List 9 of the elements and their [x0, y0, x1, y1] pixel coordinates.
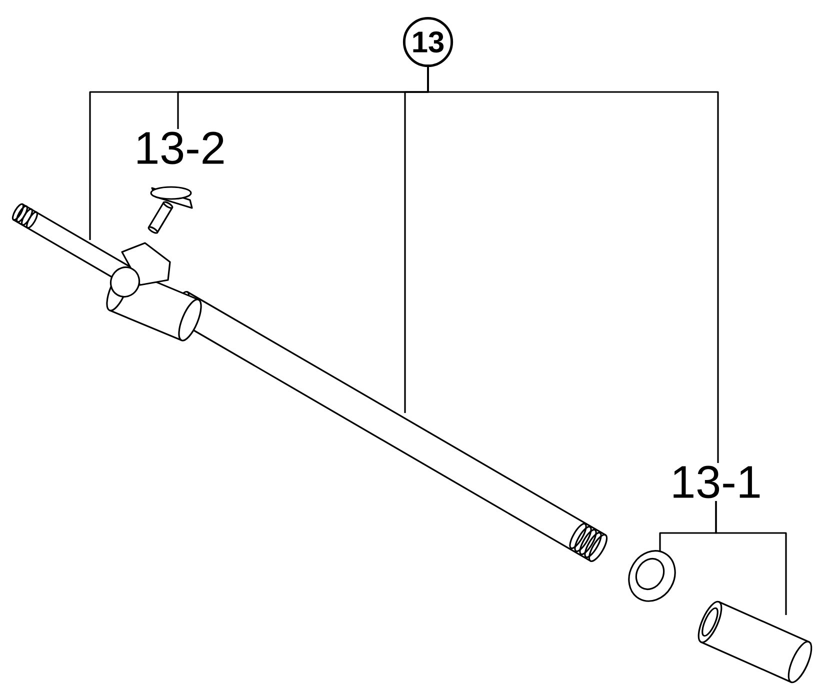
tube-drawing: [698, 600, 812, 684]
ring-drawing: [628, 550, 676, 602]
rod-drawing: [12, 203, 608, 562]
part-number: 13-2: [138, 132, 224, 164]
callout-number: 13: [402, 16, 454, 68]
part-number: 13-1: [674, 466, 760, 498]
leader-line: [427, 67, 719, 463]
screw-drawing: [148, 186, 193, 234]
leader-line: [715, 501, 787, 615]
